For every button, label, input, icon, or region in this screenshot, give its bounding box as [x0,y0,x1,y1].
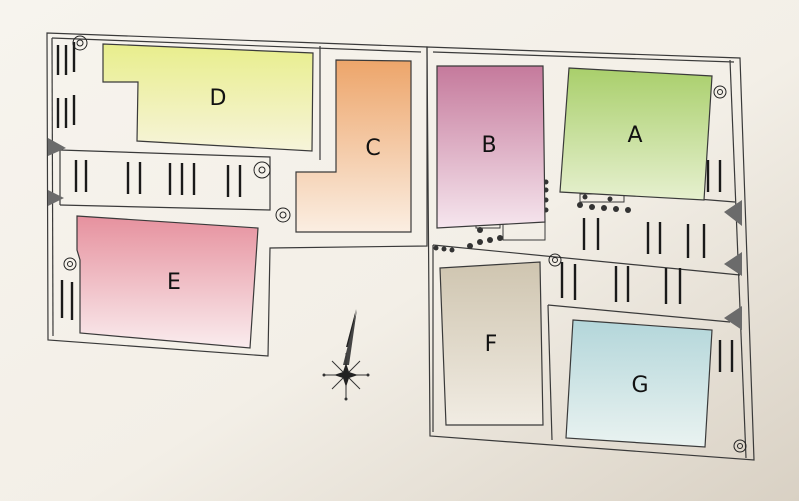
parking-stripes [56,42,734,372]
building-A[interactable]: A [559,67,713,201]
building-F[interactable]: F [439,261,544,426]
building-E[interactable]: E [76,215,259,349]
building-label-A: A [627,123,642,148]
building-C[interactable]: C [295,59,412,233]
building-label-E: E [167,270,181,295]
building-label-C: C [365,136,380,161]
building-B[interactable]: B [436,65,546,229]
building-label-F: F [485,332,498,357]
building-label-G: G [631,373,648,398]
building-label-B: B [481,133,496,158]
building-label-D: D [210,86,227,111]
building-G[interactable]: G [565,319,713,448]
building-D[interactable]: D [102,43,314,152]
trees [63,35,747,453]
road-markers [48,138,742,330]
north-arrow-compass-icon [322,309,370,401]
